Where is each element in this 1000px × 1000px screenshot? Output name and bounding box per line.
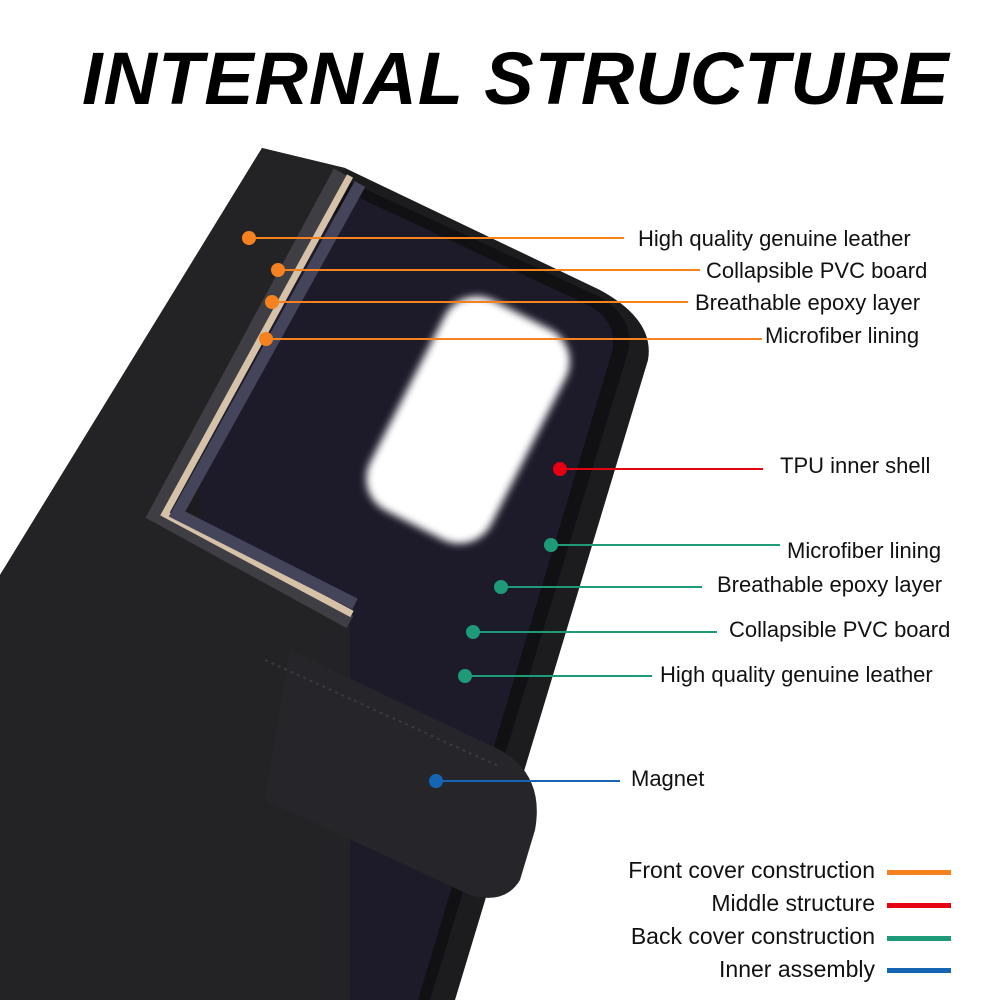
legend-middle-swatch [887,903,951,908]
label-back-epoxy: Breathable epoxy layer [717,572,943,597]
legend-inner-swatch [887,968,951,973]
label-back-leather: High quality genuine leather [660,662,933,687]
label-front-pvc: Collapsible PVC board [706,258,928,283]
legend-front-label: Front cover construction [628,857,875,883]
legend-inner-label: Inner assembly [719,956,875,982]
page-title: INTERNAL STRUCTURE [82,37,950,120]
callouts-back [458,538,780,683]
epoxy-layer [160,174,354,618]
callouts-front [242,231,762,346]
front-flap-leather [0,148,350,1000]
label-tpu-shell: TPU inner shell [780,453,931,478]
legend-back-swatch [887,936,951,941]
pvc-board-layer [145,168,354,629]
magnetic-strap [265,650,537,898]
label-front-microfiber: Microfiber lining [765,323,920,348]
camera-cutout [366,296,570,544]
legend-front-swatch [887,870,951,875]
legend-middle-label: Middle structure [711,890,875,916]
legend-back-label: Back cover construction [630,923,875,949]
callouts-inner [429,774,620,788]
microfiber-layer [168,181,366,610]
label-back-pvc: Collapsible PVC board [729,617,951,642]
label-front-leather: High quality genuine leather [638,226,911,251]
callouts-middle [553,462,763,476]
label-magnet: Magnet [631,766,705,791]
label-front-epoxy: Breathable epoxy layer [695,290,921,315]
label-back-microfiber: Microfiber lining [787,538,942,563]
